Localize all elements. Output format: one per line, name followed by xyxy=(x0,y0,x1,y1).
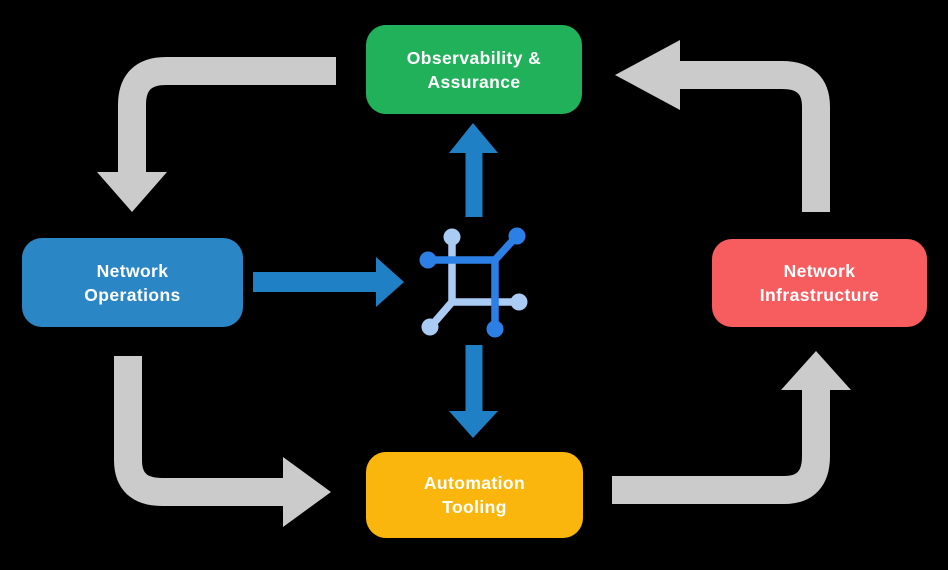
arrow-shaft xyxy=(118,57,336,173)
arrow-shaft xyxy=(679,61,830,212)
arrow-center-to-tooling xyxy=(449,345,498,438)
node-label-line1: Network xyxy=(783,261,856,281)
node-label-line1: Network xyxy=(96,260,169,281)
arrow-head-right-icon xyxy=(283,457,331,527)
node-label-line2: Tooling xyxy=(442,497,507,517)
node-network-infrastructure: Network Infrastructure xyxy=(712,239,927,327)
arrow-shaft xyxy=(612,389,830,504)
arrow-center-to-observability xyxy=(449,123,498,217)
network-fabric-icon xyxy=(419,227,528,338)
arrow-tooling-to-infrastructure xyxy=(612,351,851,504)
node-label: Network Infrastructure xyxy=(760,259,879,307)
arrow-operations-to-tooling xyxy=(114,356,331,527)
node-network-operations: Network Operations xyxy=(22,238,243,327)
node-label-line2: Assurance xyxy=(427,71,521,92)
icon-light-nodes xyxy=(421,228,528,336)
arrow-head-up-icon xyxy=(781,351,851,390)
node-label: Network Operations xyxy=(84,259,180,307)
node-label-line1: Observability & xyxy=(406,47,542,68)
arrow-shaft xyxy=(114,356,284,506)
arrow-infrastructure-to-observability xyxy=(615,40,830,212)
icon-light-links xyxy=(429,233,521,328)
arrow-head-down-icon xyxy=(97,172,167,212)
arrow-observability-to-operations xyxy=(97,57,336,212)
node-automation-tooling: Automation Tooling xyxy=(366,452,583,538)
node-label-line2: Infrastructure xyxy=(759,285,880,305)
node-label-line1: Automation xyxy=(423,473,526,493)
node-label: Observability & Assurance xyxy=(407,46,541,94)
node-label: Automation Tooling xyxy=(424,471,525,519)
arrow-head-right-icon xyxy=(376,257,404,307)
arrow-head-up-icon xyxy=(449,123,498,153)
arrow-operations-to-center xyxy=(253,257,404,307)
node-observability-assurance: Observability & Assurance xyxy=(366,25,582,114)
icon-dark-nodes xyxy=(419,227,526,338)
node-label-line2: Operations xyxy=(84,284,181,305)
arrow-head-left-icon xyxy=(615,40,680,110)
arrow-head-down-icon xyxy=(449,411,498,438)
